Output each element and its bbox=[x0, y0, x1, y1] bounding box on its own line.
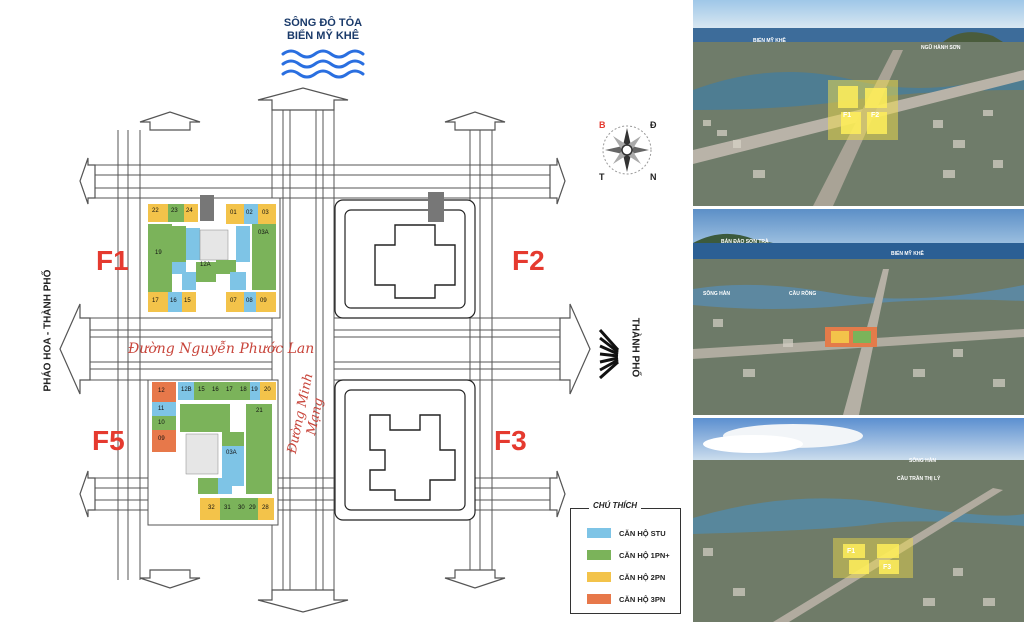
legend-swatch bbox=[587, 550, 611, 560]
side-label-right: THÀNH PHỐ bbox=[629, 317, 641, 378]
unit-label: 21 bbox=[256, 408, 263, 414]
unit-label: 22 bbox=[152, 208, 159, 214]
f2-block bbox=[334, 192, 476, 319]
unit-label: 02 bbox=[246, 210, 253, 216]
header-line1: SÔNG ĐÔ TỎA bbox=[283, 17, 363, 29]
legend-swatch bbox=[587, 594, 611, 604]
compass-b: B bbox=[599, 120, 606, 130]
unit-label: 01 bbox=[230, 210, 237, 216]
road-label-horizontal: Đường Nguyễn Phước Lan bbox=[128, 341, 315, 357]
unit-label: 11 bbox=[158, 406, 165, 412]
photo3-label-bridge2: CẦU TRẦN THỊ LÝ bbox=[897, 476, 941, 482]
unit-label: 28 bbox=[262, 505, 269, 511]
block-label-f3: F3 bbox=[494, 425, 527, 456]
legend-item-1pn: CĂN HỘ 1PN+ bbox=[587, 549, 670, 561]
legend-item-3pn: CĂN HỘ 3PN bbox=[587, 593, 665, 605]
header-line2: BIỂN MỸ KHÊ bbox=[286, 30, 360, 42]
unit-label: 12 bbox=[158, 388, 165, 394]
photo1-block-f2: F2 bbox=[871, 112, 880, 119]
legend-label: CĂN HỘ 1PN+ bbox=[619, 550, 670, 560]
unit-label: 15 bbox=[184, 298, 191, 304]
unit-label: 12A bbox=[200, 262, 211, 268]
f3-block bbox=[334, 379, 476, 521]
aerial-photo-2: BÁN ĐẢO SƠN TRÀ BIỂN MỸ KHÊ SÔNG HÀN CẦU… bbox=[693, 209, 1024, 415]
photo3-label-river: SÔNG HÀN bbox=[909, 458, 936, 464]
compass-d: Đ bbox=[650, 120, 657, 130]
unit-label: 15 bbox=[198, 387, 205, 393]
unit-label: 07 bbox=[230, 298, 237, 304]
photo3-block-f1: F1 bbox=[847, 548, 856, 555]
site-plan-map bbox=[59, 49, 652, 613]
photo3-label-bridge: CẦU RỒNG bbox=[733, 448, 761, 454]
legend-label: CĂN HỘ 3PN bbox=[619, 594, 666, 604]
block-label-f2: F2 bbox=[512, 245, 545, 276]
aerial-photo-1: BIỂN MỸ KHÊ NGŨ HÀNH SƠN F1 F2 bbox=[693, 0, 1024, 206]
unit-label: 17 bbox=[226, 387, 233, 393]
unit-label: 09 bbox=[260, 298, 267, 304]
road-arrows bbox=[59, 87, 591, 613]
photo1-label-mountain: NGŨ HÀNH SƠN bbox=[921, 45, 961, 51]
unit-label: 03A bbox=[258, 230, 269, 236]
unit-label: 31 bbox=[224, 505, 231, 511]
f1-floorplan bbox=[139, 195, 281, 319]
unit-label: 18 bbox=[240, 387, 247, 393]
photo2-label-bridge: CẦU RỒNG bbox=[789, 291, 817, 297]
unit-label: 03A bbox=[226, 450, 237, 456]
photo1-label-beach: BIỂN MỸ KHÊ bbox=[753, 38, 786, 44]
unit-label: 08 bbox=[246, 298, 253, 304]
unit-label: 19 bbox=[155, 250, 162, 256]
unit-label: 19 bbox=[251, 387, 258, 393]
legend-label: CĂN HỘ STU bbox=[619, 528, 666, 538]
city-rays-icon bbox=[598, 328, 620, 380]
water-wave-icon bbox=[281, 49, 365, 79]
aerial-photo-3: CẦU RỒNG SÔNG HÀN CẦU TRẦN THỊ LÝ F1 F3 bbox=[693, 418, 1024, 622]
unit-label: 29 bbox=[249, 505, 256, 511]
legend-swatch bbox=[587, 528, 611, 538]
legend-item-2pn: CĂN HỘ 2PN bbox=[587, 571, 665, 583]
map-legend: CHÚ THÍCH CĂN HỘ STU CĂN HỘ 1PN+ CĂN HỘ … bbox=[570, 501, 681, 614]
unit-label: 12B bbox=[181, 387, 192, 393]
side-label-left: PHÁO HOA - THÀNH PHỐ bbox=[42, 269, 54, 392]
unit-label: 23 bbox=[171, 208, 178, 214]
compass-icon bbox=[602, 125, 652, 175]
unit-label: 03 bbox=[262, 210, 269, 216]
photo2-label-river: SÔNG HÀN bbox=[703, 291, 730, 297]
legend-label: CĂN HỘ 2PN bbox=[619, 572, 666, 582]
legend-item-stu: CĂN HỘ STU bbox=[587, 527, 666, 539]
unit-label: 16 bbox=[170, 298, 177, 304]
unit-label: 16 bbox=[212, 387, 219, 393]
unit-label: 32 bbox=[208, 505, 215, 511]
unit-label: 30 bbox=[238, 505, 245, 511]
photo2-label-peninsula: BÁN ĐẢO SƠN TRÀ bbox=[721, 239, 769, 245]
legend-title: CHÚ THÍCH bbox=[589, 501, 641, 510]
unit-label: 17 bbox=[152, 298, 159, 304]
legend-swatch bbox=[587, 572, 611, 582]
unit-label: 09 bbox=[158, 436, 165, 442]
unit-label: 20 bbox=[264, 387, 271, 393]
header-title: SÔNG ĐÔ TỎA BIỂN MỸ KHÊ bbox=[248, 17, 398, 43]
photo1-block-f1: F1 bbox=[843, 112, 852, 119]
photo2-label-beach: BIỂN MỸ KHÊ bbox=[891, 251, 924, 257]
unit-label: 10 bbox=[158, 420, 165, 426]
photo3-block-f3: F3 bbox=[883, 564, 892, 571]
f5-floorplan bbox=[147, 379, 279, 526]
unit-label: 24 bbox=[186, 208, 193, 214]
compass-n: N bbox=[650, 172, 657, 182]
block-label-f1: F1 bbox=[96, 245, 129, 276]
block-label-f5: F5 bbox=[92, 425, 125, 456]
compass-t: T bbox=[599, 172, 605, 182]
